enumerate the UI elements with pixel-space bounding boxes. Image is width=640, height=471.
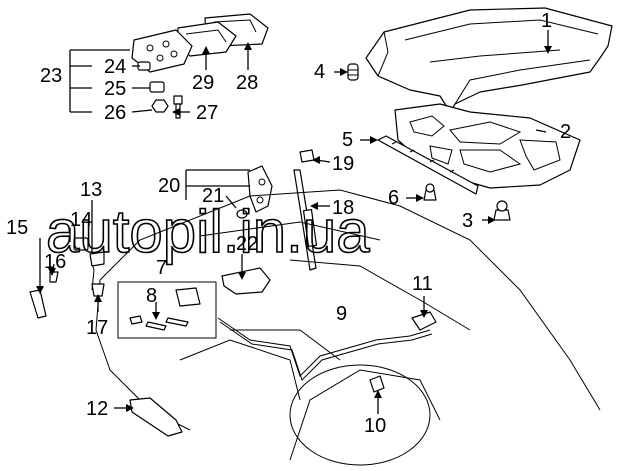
clip-part-17 bbox=[91, 283, 105, 297]
callout-18: 18 bbox=[332, 197, 354, 219]
callout-19: 19 bbox=[332, 153, 354, 175]
callout-6: 6 bbox=[388, 187, 399, 209]
hood-release-cable bbox=[217, 317, 433, 381]
retainer-part-19 bbox=[299, 149, 315, 163]
callout-17: 17 bbox=[86, 317, 108, 339]
callout-5: 5 bbox=[342, 129, 353, 151]
callout-labels: 1 2 3 4 5 6 7 8 9 10 11 12 13 14 15 16 1… bbox=[6, 10, 571, 437]
clip-part-3 bbox=[493, 200, 511, 221]
hood-seal-strip bbox=[377, 135, 479, 195]
callout-10: 10 bbox=[364, 415, 386, 437]
callout-23: 23 bbox=[40, 65, 62, 87]
callout-28: 28 bbox=[236, 72, 258, 94]
hood-lock-bracket bbox=[221, 267, 271, 295]
lock-assembly-box bbox=[117, 281, 217, 339]
nut-part-26 bbox=[151, 99, 169, 113]
insulator-pad-29 bbox=[177, 21, 237, 57]
watermark-text: autopil.in.ua bbox=[46, 198, 370, 265]
callout-26: 26 bbox=[104, 102, 126, 124]
callout-21: 21 bbox=[202, 185, 224, 207]
callout-2: 2 bbox=[560, 121, 571, 143]
callout-3: 3 bbox=[462, 210, 473, 232]
hood-support-strut bbox=[293, 169, 318, 271]
callout-16: 16 bbox=[44, 251, 66, 273]
bumper-cushion-part bbox=[347, 63, 359, 81]
cable-clamp-part-10 bbox=[369, 375, 385, 393]
callout-20: 20 bbox=[158, 175, 180, 197]
clip-part-6 bbox=[423, 183, 437, 201]
clip-part-25 bbox=[149, 81, 165, 93]
bracket-part-15 bbox=[29, 289, 47, 319]
callout-1: 1 bbox=[541, 10, 552, 32]
callout-24: 24 bbox=[104, 56, 126, 78]
callout-9: 9 bbox=[336, 303, 347, 325]
callout-12: 12 bbox=[86, 398, 108, 420]
callout-27: 27 bbox=[196, 102, 218, 124]
callout-15: 15 bbox=[6, 217, 28, 239]
hood-inner-panel bbox=[394, 103, 581, 189]
callout-22: 22 bbox=[236, 233, 258, 255]
callout-11: 11 bbox=[412, 273, 433, 295]
callout-4: 4 bbox=[314, 61, 325, 83]
callout-14: 14 bbox=[70, 209, 92, 231]
callout-8: 8 bbox=[146, 285, 157, 307]
vehicle-front-body bbox=[95, 189, 601, 466]
callout-7: 7 bbox=[156, 257, 167, 279]
callout-13: 13 bbox=[80, 179, 102, 201]
callout-29: 29 bbox=[192, 72, 214, 94]
bolt-part-21 bbox=[236, 209, 248, 219]
hood-panel bbox=[365, 7, 613, 113]
leader-arrowheads bbox=[36, 42, 552, 412]
callout-25: 25 bbox=[104, 78, 126, 100]
hood-lock-support-12 bbox=[129, 397, 183, 437]
hood-latch-part-13 bbox=[89, 251, 105, 267]
